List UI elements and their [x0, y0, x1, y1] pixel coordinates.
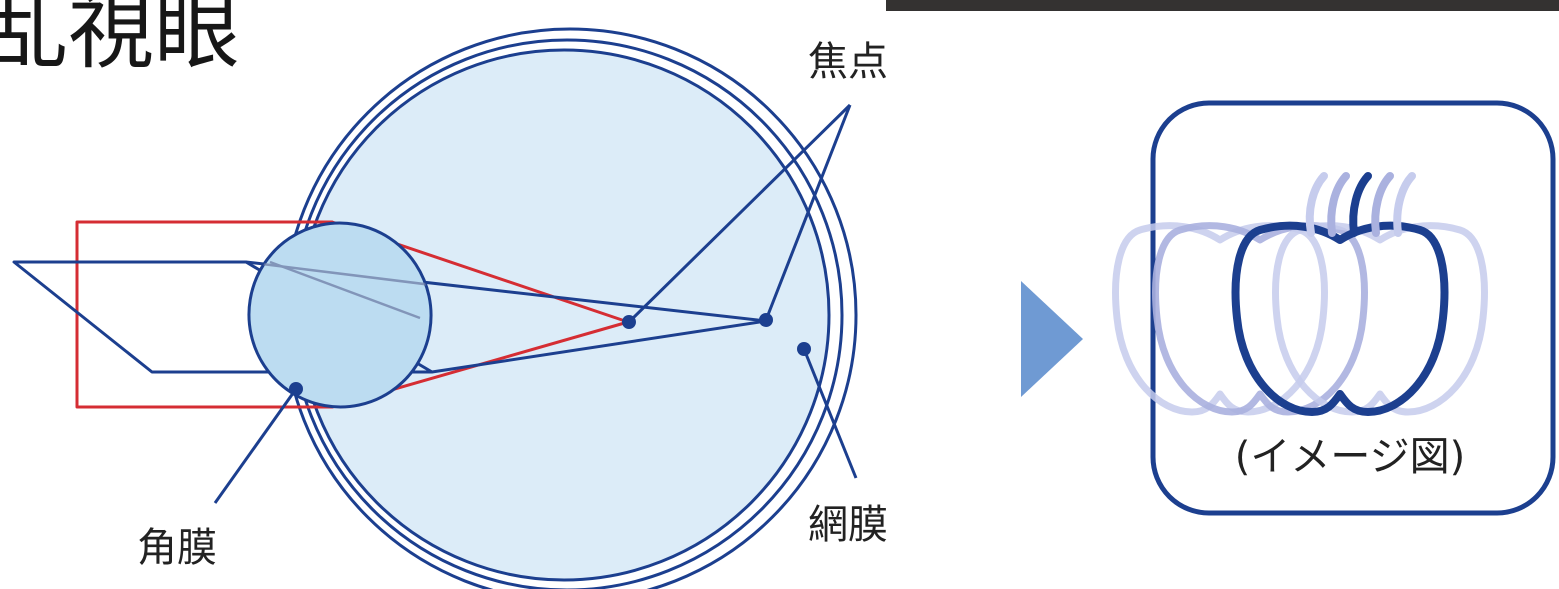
focus-label: 焦点 — [808, 42, 888, 82]
retina-label: 網膜 — [808, 505, 888, 545]
retina-point — [797, 342, 811, 356]
cornea-label: 角膜 — [137, 528, 217, 568]
right-triangle-arrow-icon — [1021, 281, 1083, 397]
image-caption: (イメージ図) — [1212, 437, 1488, 477]
arrow-shape — [1021, 281, 1083, 397]
cornea-point — [289, 382, 303, 396]
blue-focus-point — [759, 313, 773, 327]
retina-pointer-line — [804, 349, 856, 478]
red-focus-point — [622, 315, 636, 329]
page-title: 乱視眼 — [0, 0, 240, 74]
cornea-marker — [215, 382, 303, 503]
